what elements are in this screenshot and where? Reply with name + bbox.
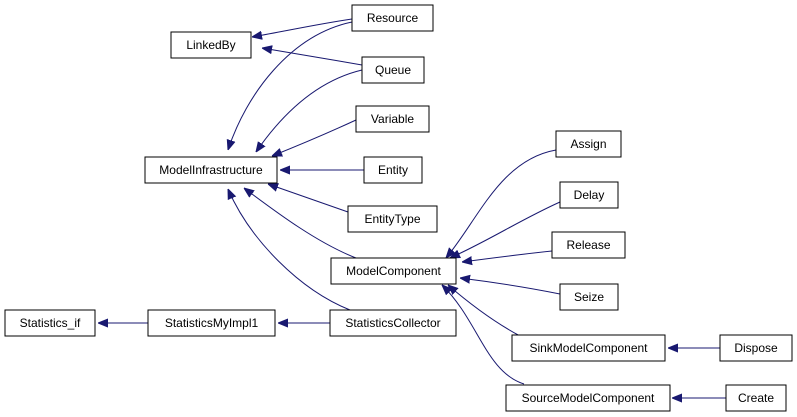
edge-entitytype-to-modelinfrastructure	[268, 184, 349, 213]
node-label: Variable	[371, 112, 414, 126]
edge-variable-to-modelinfrastructure	[272, 119, 357, 156]
node-statisticscollector[interactable]: StatisticsCollector	[329, 309, 457, 337]
edge-resource-to-modelinfrastructure	[228, 21, 353, 150]
node-entitytype[interactable]: EntityType	[347, 205, 438, 233]
node-seize[interactable]: Seize	[559, 283, 619, 311]
node-statistics_if[interactable]: Statistics_if	[4, 309, 96, 337]
node-label: Dispose	[734, 341, 778, 355]
node-linkedby[interactable]: LinkedBy	[170, 31, 252, 59]
node-delay[interactable]: Delay	[559, 181, 619, 209]
node-label: Release	[566, 238, 610, 252]
node-label: Assign	[570, 137, 606, 151]
edge-resource-to-linkedby	[252, 18, 353, 37]
node-label: StatisticsMyImpl1	[165, 316, 259, 330]
node-sinkmodelcomponent[interactable]: SinkModelComponent	[511, 334, 666, 362]
node-label: Delay	[574, 188, 605, 202]
node-label: Seize	[574, 290, 604, 304]
node-label: SinkModelComponent	[529, 341, 648, 355]
node-modelinfrastructure[interactable]: ModelInfrastructure	[144, 156, 278, 184]
node-label: Create	[738, 391, 774, 405]
edges	[98, 18, 726, 398]
node-label: Entity	[378, 163, 408, 177]
edge-seize-to-modelcomponent	[460, 278, 561, 295]
node-queue[interactable]: Queue	[361, 56, 425, 84]
node-label: StatisticsCollector	[345, 316, 440, 330]
node-resource[interactable]: Resource	[351, 4, 434, 32]
node-entity[interactable]: Entity	[363, 156, 423, 184]
edge-statisticscollector-to-modelinfrastructure	[228, 189, 351, 311]
edge-release-to-modelcomponent	[462, 250, 553, 262]
node-label: Statistics_if	[20, 316, 81, 330]
node-label: EntityType	[364, 212, 420, 226]
edge-delay-to-modelcomponent	[450, 201, 561, 258]
node-label: ModelInfrastructure	[159, 163, 263, 177]
node-label: SourceModelComponent	[522, 391, 655, 405]
node-statisticsmyimpl1[interactable]: StatisticsMyImpl1	[147, 309, 276, 337]
nodes: Resource LinkedBy Queue Variable ModelIn…	[4, 4, 793, 412]
node-release[interactable]: Release	[551, 231, 626, 259]
node-label: Resource	[367, 11, 419, 25]
edge-sourcemodelcomponent-to-modelcomponent	[442, 285, 525, 385]
node-modelcomponent[interactable]: ModelComponent	[330, 257, 457, 285]
node-label: ModelComponent	[346, 264, 441, 278]
node-label: LinkedBy	[186, 38, 235, 52]
node-dispose[interactable]: Dispose	[719, 334, 793, 362]
edge-assign-to-modelcomponent	[446, 149, 557, 258]
edge-sinkmodelcomponent-to-modelcomponent	[448, 285, 521, 337]
node-label: Queue	[375, 63, 411, 77]
edge-modelcomponent-to-modelinfrastructure	[244, 188, 357, 259]
node-create[interactable]: Create	[725, 384, 787, 412]
node-assign[interactable]: Assign	[555, 130, 622, 158]
edge-queue-to-modelinfrastructure	[256, 69, 363, 152]
node-variable[interactable]: Variable	[355, 105, 430, 133]
node-sourcemodelcomponent[interactable]: SourceModelComponent	[505, 384, 671, 412]
edge-queue-to-linkedby	[262, 48, 363, 66]
